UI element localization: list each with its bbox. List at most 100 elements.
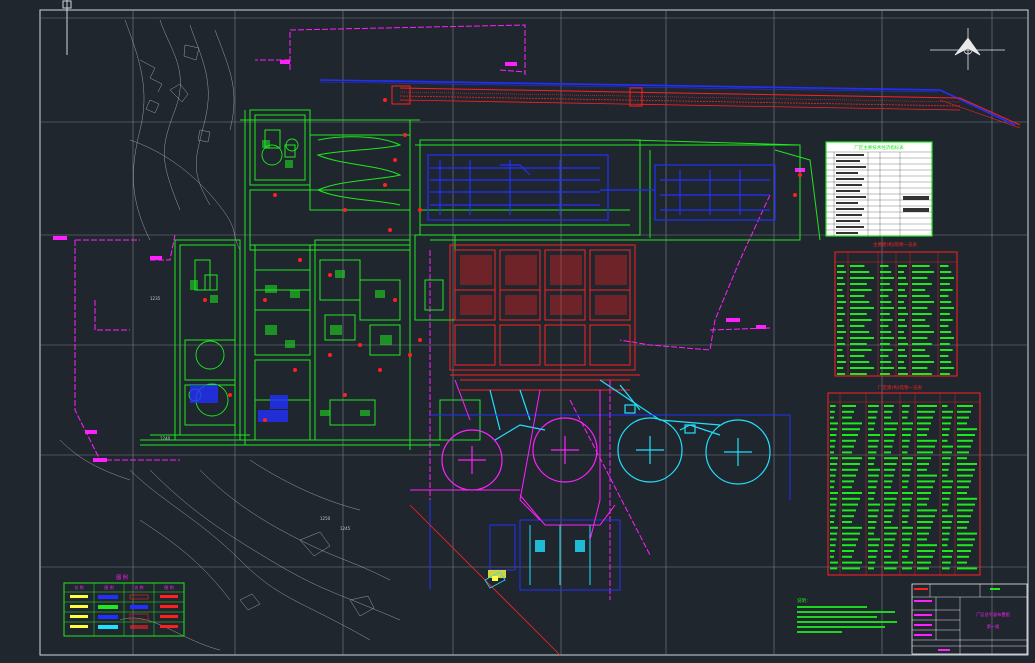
table-cell-text xyxy=(902,526,913,529)
table-cell-text xyxy=(842,550,854,552)
table-cell-text xyxy=(942,416,952,419)
table-cell-text xyxy=(842,497,860,500)
table-cell-text xyxy=(868,503,880,506)
table-cell-text xyxy=(912,295,930,297)
table-cell-text xyxy=(912,343,932,345)
site-buildings-table: 厂区建(构)筑物一览表 xyxy=(827,384,981,576)
table-cell-text xyxy=(850,361,870,363)
table-cell-text xyxy=(902,428,912,431)
table-cell-text xyxy=(842,474,856,477)
table-cell-text xyxy=(898,367,906,369)
table-cell-text xyxy=(830,422,838,425)
table-cell-text xyxy=(917,451,933,454)
table-cell-text xyxy=(830,410,835,413)
table-cell-text xyxy=(837,331,846,333)
table-cell-text xyxy=(957,480,971,483)
table-cell-text xyxy=(830,492,838,494)
legend-header-symbol: 图 例 xyxy=(104,584,113,590)
table-cell-text xyxy=(884,474,894,477)
table-cell-text xyxy=(917,428,929,431)
power-block-hatching xyxy=(460,255,627,315)
table-cell-text xyxy=(957,550,971,552)
table-cell-text xyxy=(917,544,937,547)
table-cell-text xyxy=(912,319,926,321)
table-cell-text xyxy=(957,457,967,460)
table-cell-text xyxy=(942,526,951,529)
table-cell-text xyxy=(842,439,856,442)
table-cell-text xyxy=(884,480,893,483)
table-cell-text xyxy=(957,509,973,512)
table-cell-text xyxy=(842,434,858,436)
table-cell-text xyxy=(912,355,930,357)
table-cell-text xyxy=(884,521,891,523)
table-cell-text xyxy=(917,526,931,529)
table-cell-text xyxy=(917,555,933,558)
table-cell-text xyxy=(837,343,846,345)
table-cell-text xyxy=(957,497,977,500)
table-cell-text xyxy=(842,405,856,407)
red-markers xyxy=(203,98,802,422)
table-cell-text xyxy=(842,544,856,547)
table-cell-text xyxy=(942,457,951,460)
table-cell-text xyxy=(902,550,909,552)
table-cell-text xyxy=(842,480,854,483)
table-cell-text xyxy=(898,301,904,303)
table-cell-text xyxy=(842,521,852,523)
table-cell-text xyxy=(850,271,870,273)
table-cell-text xyxy=(884,567,897,570)
table-cell-text xyxy=(912,331,934,333)
table-cell-text xyxy=(880,367,894,369)
table-cell-text xyxy=(898,295,907,297)
table-cell-text xyxy=(850,313,867,315)
table-cell-text xyxy=(842,561,862,564)
table-cell-text xyxy=(912,307,928,309)
table-cell-text xyxy=(884,416,891,419)
table-cell-text xyxy=(868,497,874,500)
table-cell-text xyxy=(957,492,967,494)
table-cell-text xyxy=(842,515,854,518)
table-cell-text xyxy=(902,468,911,471)
table-cell-text xyxy=(902,561,913,564)
table-cell-text xyxy=(868,532,874,535)
table-cell-text xyxy=(830,457,838,460)
table-cell-text xyxy=(940,313,950,315)
table-cell-text xyxy=(842,492,862,494)
table-cell-text xyxy=(830,434,837,436)
table-cell-text xyxy=(868,480,878,483)
table-cell-text xyxy=(942,497,950,500)
coal-yard-blue xyxy=(427,154,776,221)
table-cell-text xyxy=(880,349,893,351)
table-cell-text xyxy=(917,532,929,535)
table-cell-text xyxy=(917,486,933,489)
table-cell-text xyxy=(868,538,880,541)
table-cell-text xyxy=(942,492,951,494)
table-cell-text xyxy=(868,451,877,454)
table-cell-text xyxy=(898,265,907,267)
table-cell-text xyxy=(940,337,954,339)
legend-box: 图 例 名 称 图 例 名 称 图 例 xyxy=(63,574,185,637)
table-cell-text xyxy=(830,463,838,465)
table-cell-text xyxy=(917,497,929,500)
table-cell-text xyxy=(884,486,891,489)
terrain-contours xyxy=(59,19,401,651)
table-cell-text xyxy=(837,271,846,273)
table-cell-text xyxy=(868,486,877,489)
table2-title: 主要建(构)筑物一览表 xyxy=(873,241,918,248)
magenta-labels xyxy=(53,60,805,462)
table-cell-text xyxy=(868,555,877,558)
table-cell-text xyxy=(912,325,930,327)
table-cell-text xyxy=(898,355,907,357)
table-cell-text xyxy=(902,497,912,500)
table-cell-text xyxy=(868,410,878,413)
table-cell-text xyxy=(942,422,951,425)
svg-text:1245: 1245 xyxy=(340,526,351,531)
table-cell-text xyxy=(868,445,878,448)
table-cell-text xyxy=(884,497,897,500)
table-cell-text xyxy=(880,283,890,285)
table-cell-text xyxy=(912,301,934,303)
table-cell-text xyxy=(957,468,975,471)
table-cell-text xyxy=(842,451,852,454)
table-cell-text xyxy=(842,416,852,419)
table-cell-text xyxy=(842,457,862,460)
